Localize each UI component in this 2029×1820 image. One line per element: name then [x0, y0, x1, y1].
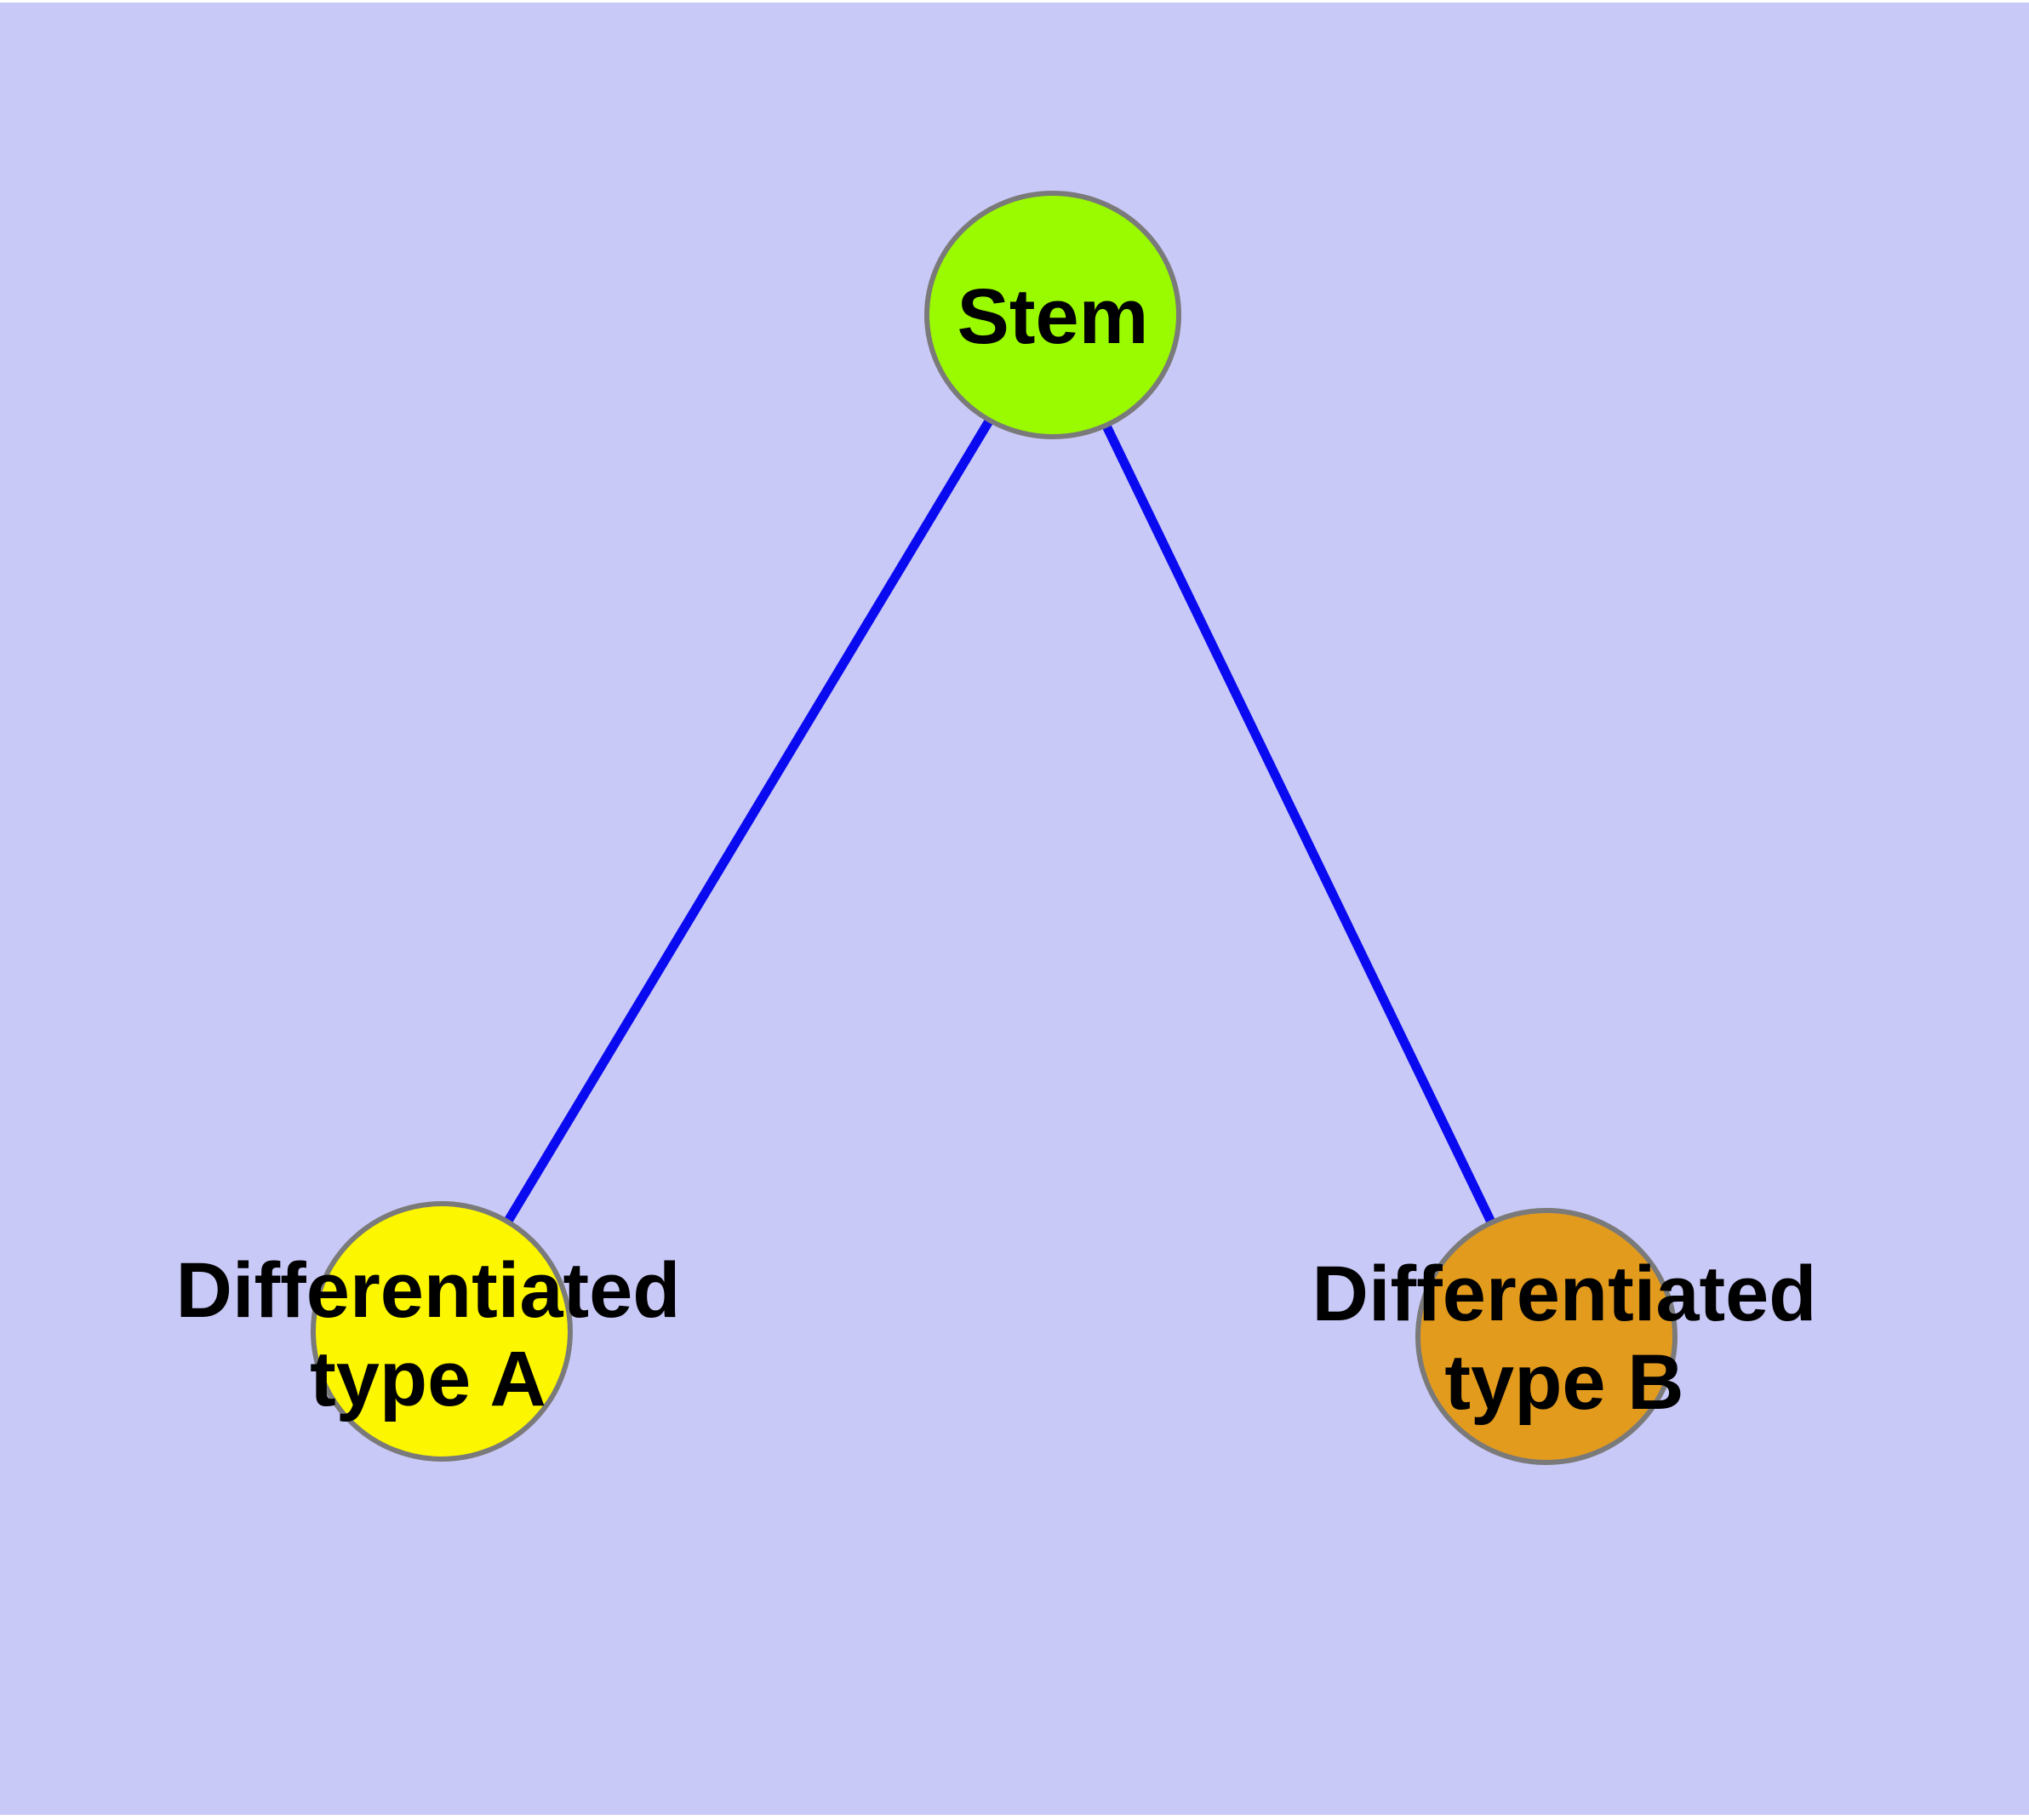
node-stem: Stem: [924, 191, 1181, 439]
node-differentiated-type-a-label-line2: type A: [310, 1336, 546, 1422]
node-stem-label: Stem: [957, 273, 1149, 360]
node-differentiated-type-b-circle: [1415, 1208, 1677, 1465]
edge-stem-to-type-a: [437, 312, 1057, 1334]
node-differentiated-type-a-circle: [311, 1201, 573, 1462]
edge-stem-to-type-b: [1049, 312, 1551, 1339]
node-differentiated-type-a: Differentiated type A: [176, 1201, 681, 1462]
node-differentiated-type-b: Differentiated type B: [1312, 1208, 1817, 1465]
node-differentiated-type-b-label-line1: Differentiated: [1312, 1251, 1817, 1337]
node-differentiated-type-a-label-line1: Differentiated: [176, 1247, 681, 1334]
node-stem-circle: [924, 191, 1181, 439]
node-differentiated-type-b-label-line2: type B: [1444, 1339, 1683, 1426]
